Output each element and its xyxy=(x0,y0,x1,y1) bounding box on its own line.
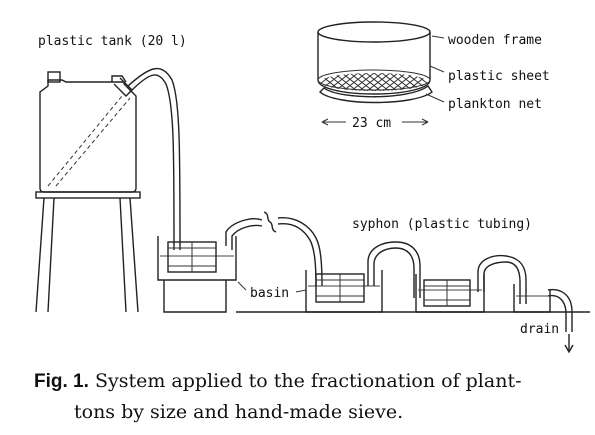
syphon-tube-1 xyxy=(225,211,323,287)
label-plastic-sheet: plastic sheet xyxy=(448,69,550,84)
label-drain: drain xyxy=(520,322,559,337)
basin-pointer xyxy=(237,281,307,293)
figure-number: Fig. 1. xyxy=(34,371,89,392)
label-plankton-net: plankton net xyxy=(448,97,542,112)
drain-pipe xyxy=(547,288,574,354)
syphon-tube-3 xyxy=(477,254,527,304)
sieve-2 xyxy=(315,273,365,303)
caption-line-1: System applied to the fractionation of p… xyxy=(94,370,522,392)
figure-caption: Fig. 1. System applied to the fractionat… xyxy=(34,366,574,427)
label-wooden-frame: wooden frame xyxy=(448,33,542,48)
label-syphon: syphon (plastic tubing) xyxy=(352,217,532,232)
sieve-detail xyxy=(317,21,445,126)
label-width: 23 cm xyxy=(352,116,391,131)
label-plastic-tank: plastic tank (20 l) xyxy=(38,34,187,49)
basin-1 xyxy=(157,236,237,313)
supply-hose xyxy=(127,68,181,251)
label-basin: basin xyxy=(250,286,289,301)
sieve-1 xyxy=(167,241,217,273)
sieve-3 xyxy=(423,279,471,307)
caption-line-2: tons by size and hand-made sieve. xyxy=(74,401,404,423)
plastic-tank xyxy=(39,71,137,193)
plankton-net-mesh xyxy=(320,73,428,91)
tank-stand xyxy=(35,191,141,313)
syphon-tube-2 xyxy=(367,241,421,298)
basin-2 xyxy=(305,270,383,313)
